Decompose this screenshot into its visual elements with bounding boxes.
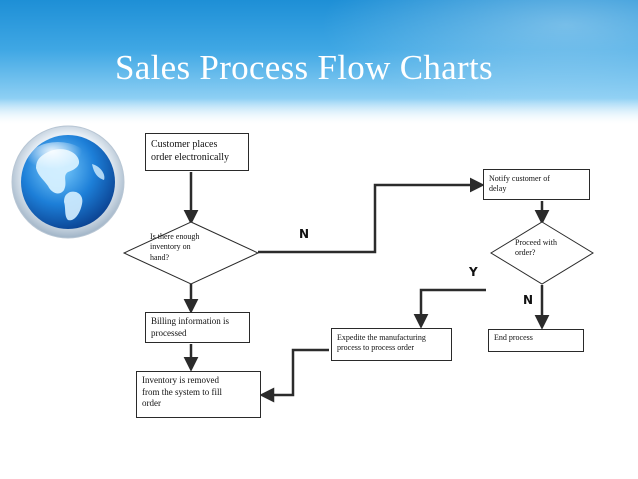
node-text-line: Inventory is removed xyxy=(142,375,219,385)
node-inventory-removed: Inventory is removed from the system to … xyxy=(136,371,261,418)
node-text-line: from the system to fill xyxy=(142,386,222,397)
node-notify-customer: Notify customer of delay xyxy=(483,169,590,200)
node-end-process: End process xyxy=(488,329,584,352)
node-text-line: hand? xyxy=(150,252,170,262)
node-text-line: order xyxy=(142,398,161,409)
connector-proceed-yes-to-expedite xyxy=(413,288,486,329)
connector-inventory-no-to-notify xyxy=(258,177,485,254)
node-text-line: process to process order xyxy=(337,343,415,353)
node-text-line: Proceed with xyxy=(515,238,557,247)
node-text-line: Expedite the manufacturing xyxy=(337,333,426,342)
edge-label-inventory-no: N xyxy=(299,227,310,241)
node-text-line: Billing information is xyxy=(151,316,229,326)
node-text-line: Customer places xyxy=(151,139,218,150)
header-fade xyxy=(0,98,638,124)
connector-expedite-to-removed xyxy=(259,348,329,403)
node-expedite-manufacturing: Expedite the manufacturing process to pr… xyxy=(331,328,452,361)
node-billing-information: Billing information is processed xyxy=(145,312,250,343)
node-text-line: order electronically xyxy=(151,152,230,163)
node-customer-places-order: Customer places order electronically xyxy=(145,133,249,171)
node-text-line: order? xyxy=(515,248,536,258)
edge-label-proceed-yes: Y xyxy=(469,265,478,279)
node-text-line: Is there enough xyxy=(150,232,200,241)
node-text-line: Notify customer of xyxy=(489,174,550,183)
decision-text-enough-inventory: Is there enough inventory on hand? xyxy=(150,232,240,263)
node-text-line: End process xyxy=(494,333,533,342)
header-banner xyxy=(0,0,638,124)
edge-label-proceed-no: N xyxy=(523,293,534,307)
node-text-line: processed xyxy=(151,327,187,338)
node-text-line: inventory on xyxy=(150,242,191,252)
decision-text-proceed-with-order: Proceed with order? xyxy=(515,238,575,259)
decision-proceed-with-order xyxy=(490,221,594,285)
decision-enough-inventory xyxy=(122,221,260,285)
globe-icon xyxy=(11,125,125,239)
node-text-line: delay xyxy=(489,184,507,194)
slide-title: Sales Process Flow Charts xyxy=(115,48,493,87)
